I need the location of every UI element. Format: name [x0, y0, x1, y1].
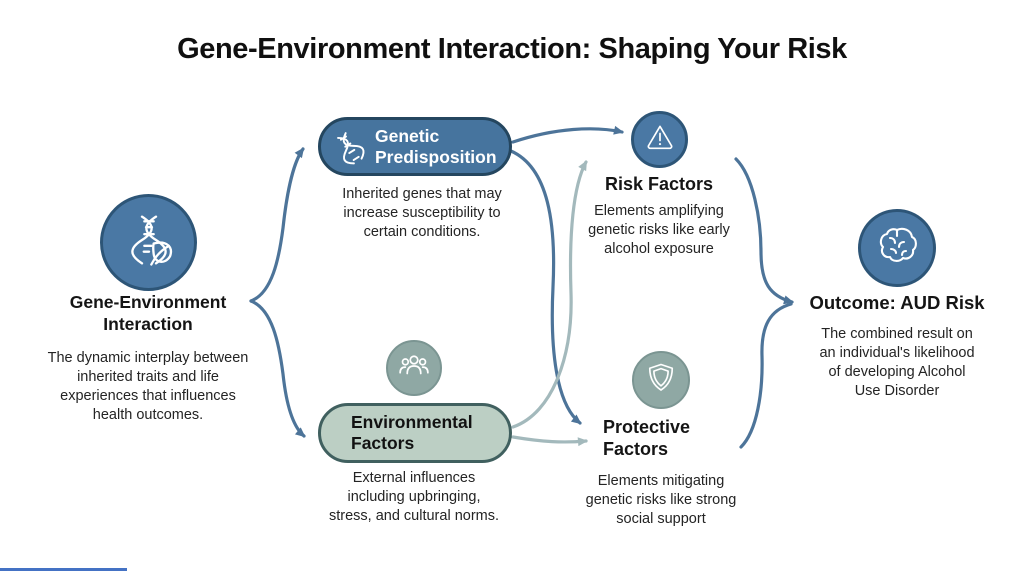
- risk-factors-circle: [631, 111, 688, 168]
- page-title: Gene-Environment Interaction: Shaping Yo…: [177, 33, 847, 65]
- arrow-genetic-to-risk: [511, 125, 624, 144]
- environmental-factors-label: Environmental Factors: [351, 412, 473, 453]
- protective-factors-circle: [632, 351, 690, 409]
- gene-environment-description: The dynamic interplay between inherited …: [47, 350, 249, 423]
- dna-icon: [324, 122, 374, 172]
- arrow-protective-to-outcome: [739, 302, 793, 449]
- outcome-description: The combined result on an individual's l…: [819, 326, 975, 399]
- outcome-circle: [858, 209, 936, 287]
- protective-factors-label: Protective Factors: [603, 417, 691, 460]
- risk-factors-label: Risk Factors: [604, 174, 714, 194]
- arrow-environmental-to-protective: [511, 435, 588, 447]
- arrow-gene-to-genetic: [249, 147, 305, 303]
- dna-leaf-icon: [121, 212, 177, 273]
- video-progress-bar[interactable]: [0, 568, 127, 571]
- people-group-icon: [396, 348, 432, 389]
- gene-environment-circle: [100, 194, 197, 291]
- environmental-factors-pill: Environmental Factors: [318, 403, 512, 463]
- genetic-predisposition-pill: Genetic Predisposition: [318, 117, 512, 176]
- gene-environment-label: Gene-Environment Interaction: [69, 292, 227, 334]
- environmental-factors-circle: [386, 340, 442, 396]
- brain-icon: [873, 222, 921, 275]
- environmental-factors-description: External influences including upbringing…: [328, 470, 500, 524]
- warning-triangle-icon: [643, 120, 677, 159]
- genetic-predisposition-label: Genetic Predisposition: [375, 125, 497, 167]
- risk-factors-description: Elements amplifying genetic risks like e…: [588, 203, 730, 257]
- shield-icon: [643, 360, 679, 401]
- protective-factors-description: Elements mitigating genetic risks like s…: [585, 473, 737, 527]
- outcome-label: Outcome: AUD Risk: [809, 292, 985, 313]
- genetic-predisposition-description: Inherited genes that may increase suscep…: [342, 186, 502, 240]
